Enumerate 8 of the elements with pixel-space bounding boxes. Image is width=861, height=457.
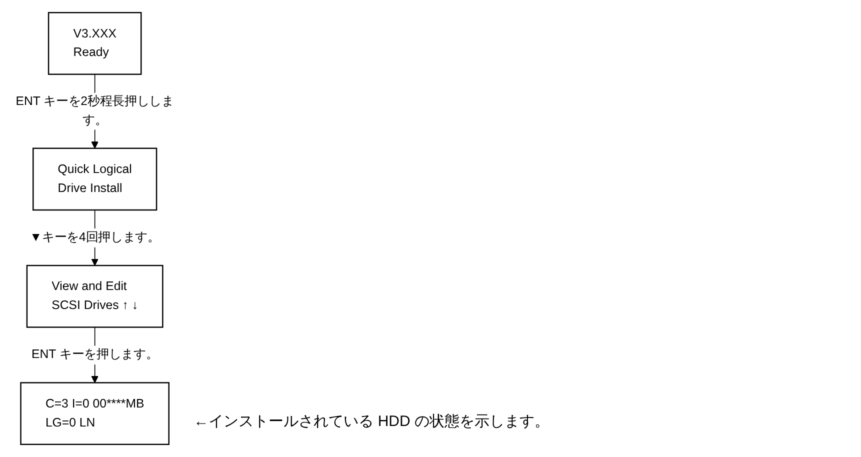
edge-label: ▼キーを4回押します。: [30, 230, 160, 244]
node-note: ←インストールされている HDD の状態を示します。: [194, 412, 550, 431]
node-box: C=3 I=0 00****MB LG=0 LN: [20, 382, 170, 446]
edge-label: ENT キーを押します。: [32, 347, 158, 362]
node-box: View and Edit SCSI Drives ↑ ↓: [26, 264, 164, 328]
node-box: V3.XXX Ready: [48, 12, 142, 75]
node-box: Quick Logical Drive Install: [32, 148, 158, 211]
edge-label: ENT キーを2秒程長押しします。: [16, 94, 174, 127]
